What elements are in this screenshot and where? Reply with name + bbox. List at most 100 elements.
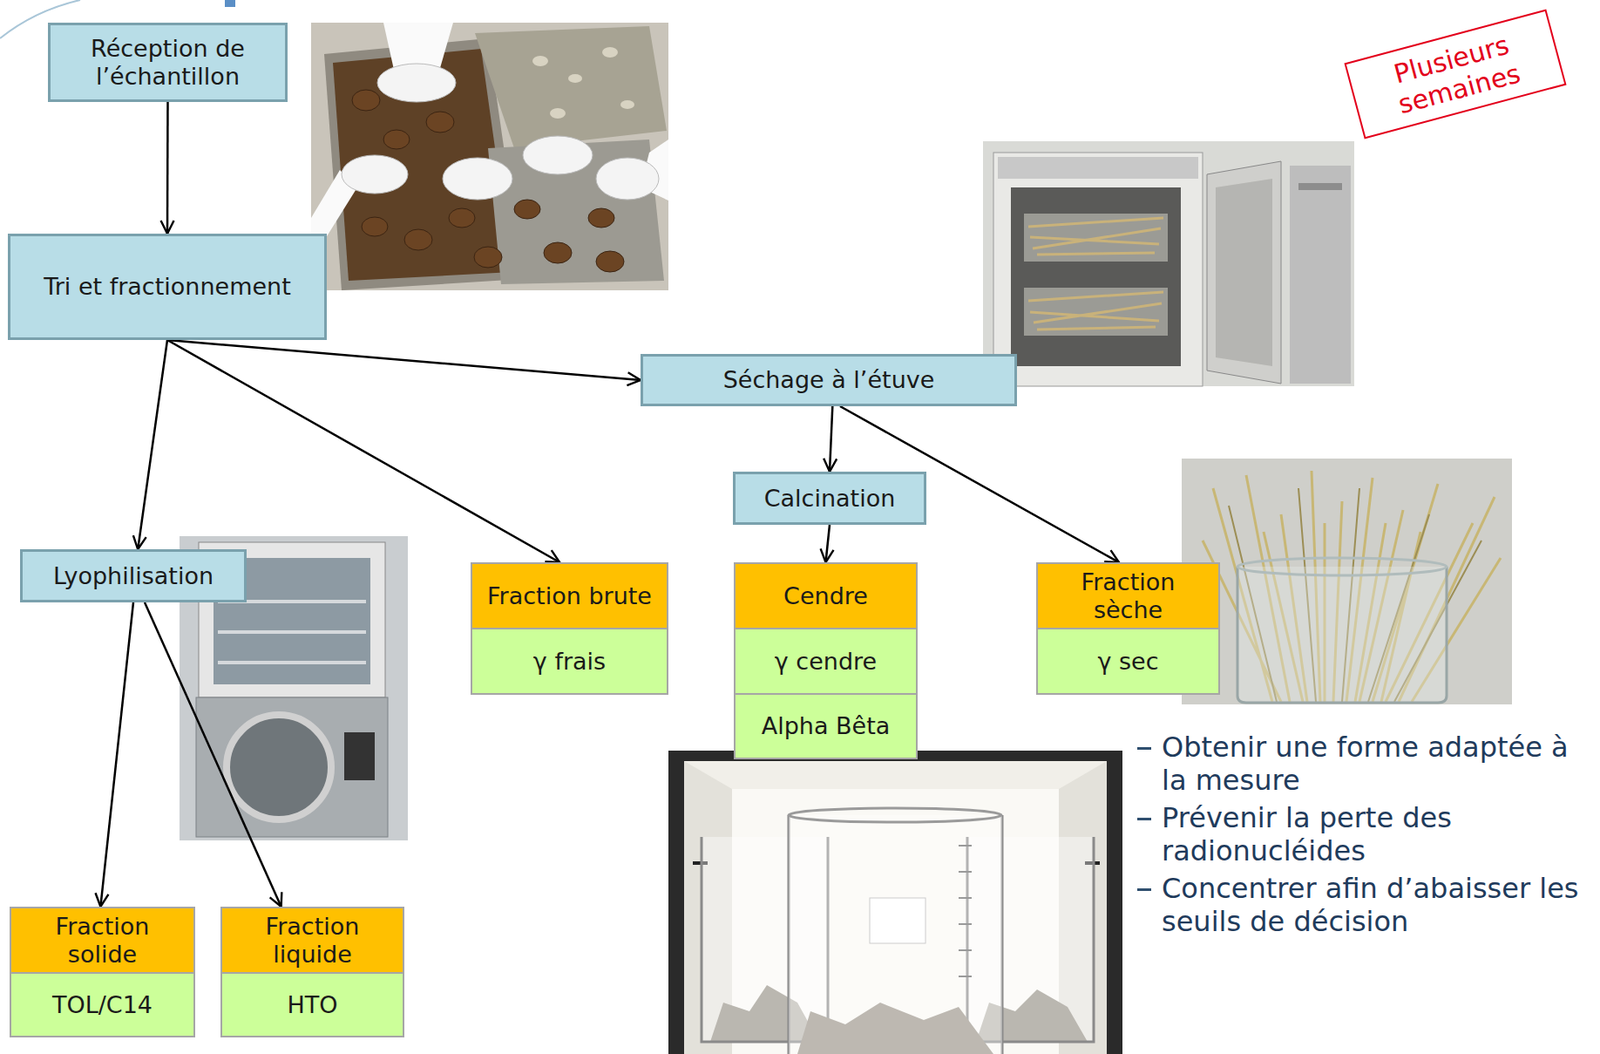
- freeze-dryer-photo: [344, 732, 375, 780]
- sorting-photo: [588, 208, 615, 228]
- box-label: Fraction liquide: [229, 912, 396, 969]
- box-label: Lyophilisation: [29, 562, 238, 590]
- sorting-photo: [474, 26, 667, 149]
- oven-photo: [993, 152, 1203, 387]
- bullet-item: Prévenir la perte des radionucléides: [1137, 800, 1591, 868]
- sorting-photo: [377, 63, 456, 102]
- sorting-photo: [341, 155, 408, 194]
- sorting-photo: [596, 157, 659, 200]
- duration-note: Plusieurs semaines: [1343, 8, 1567, 139]
- process-box: Lyophilisation: [20, 549, 247, 603]
- dried-sample-photo: [1237, 566, 1447, 703]
- oven-photo: [983, 141, 1355, 387]
- oven-photo: [1215, 178, 1273, 367]
- sorting-photo: [448, 208, 475, 228]
- box-label: Plusieurs semaines: [1355, 19, 1557, 129]
- box-label: γ frais: [479, 647, 660, 676]
- sorting-photo: [311, 22, 669, 291]
- ash-beakers-photo: [668, 750, 1123, 1054]
- measure-box: TOL/C14: [9, 971, 196, 1038]
- sorting-photo: [426, 111, 455, 133]
- box-label: Calcination: [742, 484, 917, 513]
- box-label: TOL/C14: [18, 990, 187, 1019]
- dried-sample-photo: [1202, 470, 1501, 702]
- sorting-photo: [311, 22, 669, 291]
- measure-box: γ sec: [1036, 627, 1221, 695]
- sorting-photo: [442, 157, 513, 200]
- measure-box: γ frais: [470, 627, 669, 695]
- sorting-photo: [543, 242, 572, 264]
- dried-sample-photo: [1181, 458, 1512, 705]
- flow-arrow: [100, 602, 134, 907]
- bullet-item: Concentrer afin d’abaisser les seuils de…: [1137, 871, 1591, 939]
- dried-sample-photo: [1228, 488, 1482, 702]
- box-label: Tri et fractionnement: [17, 272, 318, 301]
- sorting-photo: [474, 246, 502, 268]
- sorting-photo: [549, 108, 566, 119]
- box-label: Fraction solide: [18, 912, 187, 969]
- corner-decoration: [224, 0, 236, 7]
- ash-beakers-photo: [788, 807, 1002, 822]
- ash-beakers-photo: [958, 845, 972, 977]
- dried-sample-photo: [1237, 557, 1447, 576]
- fraction-box: Cendre: [733, 562, 918, 630]
- sorting-photo: [383, 22, 454, 70]
- measure-box: HTO: [220, 971, 405, 1038]
- flow-arrow: [829, 406, 833, 472]
- bullet-dash: [1137, 746, 1152, 750]
- measure-box: γ cendre: [733, 627, 918, 695]
- sorting-photo: [352, 89, 380, 111]
- flow-arrow: [166, 101, 170, 234]
- sorting-photo: [332, 48, 513, 281]
- freeze-dryer-photo: [196, 697, 388, 837]
- oven-photo: [1028, 217, 1164, 330]
- ash-beakers-photo: [869, 897, 926, 943]
- ash-beakers-photo: [788, 814, 1003, 1054]
- sorting-photo: [361, 216, 388, 237]
- flow-arrow: [167, 339, 560, 563]
- box-label: Séchage à l’étuve: [650, 366, 1008, 394]
- bullet-text: Prévenir la perte des radionucléides: [1161, 800, 1591, 868]
- box-label: γ cendre: [742, 647, 909, 676]
- sorting-photo: [383, 129, 410, 150]
- sorting-photo: [602, 47, 618, 58]
- oven-photo: [997, 156, 1199, 179]
- bullet-dash: [1137, 888, 1152, 891]
- bullet-item: Obtenir une forme adaptée à la mesure: [1137, 730, 1591, 798]
- freeze-dryer-photo: [226, 714, 332, 820]
- flow-arrow: [137, 339, 168, 550]
- freeze-dryer-photo: [217, 601, 367, 663]
- oven-photo: [1206, 161, 1282, 384]
- fraction-box: Fraction solide: [9, 906, 196, 974]
- box-label: Fraction brute: [479, 582, 660, 611]
- bullet-text: Concentrer afin d’abaisser les seuils de…: [1161, 871, 1591, 939]
- sorting-photo: [620, 100, 635, 109]
- sorting-photo: [514, 199, 541, 219]
- fraction-box: Fraction brute: [470, 562, 669, 630]
- sorting-photo: [532, 55, 549, 67]
- oven-photo: [983, 141, 1355, 387]
- bullet-text: Obtenir une forme adaptée à la mesure: [1161, 730, 1591, 798]
- sorting-photo: [404, 229, 433, 251]
- box-label: Fraction sèche: [1044, 568, 1212, 624]
- box-label: γ sec: [1044, 647, 1212, 676]
- flow-arrow: [167, 339, 641, 380]
- bullet-dash: [1137, 817, 1152, 821]
- sorting-photo: [568, 74, 583, 83]
- oven-photo: [1010, 187, 1181, 367]
- oven-photo: [1298, 183, 1343, 190]
- flow-arrow: [144, 602, 282, 907]
- sorting-photo: [522, 135, 593, 175]
- oven-photo: [1289, 165, 1351, 384]
- dried-sample-photo: [1181, 458, 1512, 705]
- sorting-photo: [596, 250, 624, 272]
- fraction-box: Fraction sèche: [1036, 562, 1221, 630]
- fraction-box: Fraction liquide: [220, 906, 405, 974]
- process-box: Calcination: [732, 471, 927, 525]
- process-box: Séchage à l’étuve: [640, 353, 1017, 407]
- box-label: HTO: [229, 990, 396, 1019]
- ash-beakers-photo: [684, 760, 1107, 1054]
- box-label: Cendre: [742, 582, 909, 611]
- box-label: Réception de l’échantillon: [57, 34, 278, 91]
- flow-arrow: [826, 524, 831, 563]
